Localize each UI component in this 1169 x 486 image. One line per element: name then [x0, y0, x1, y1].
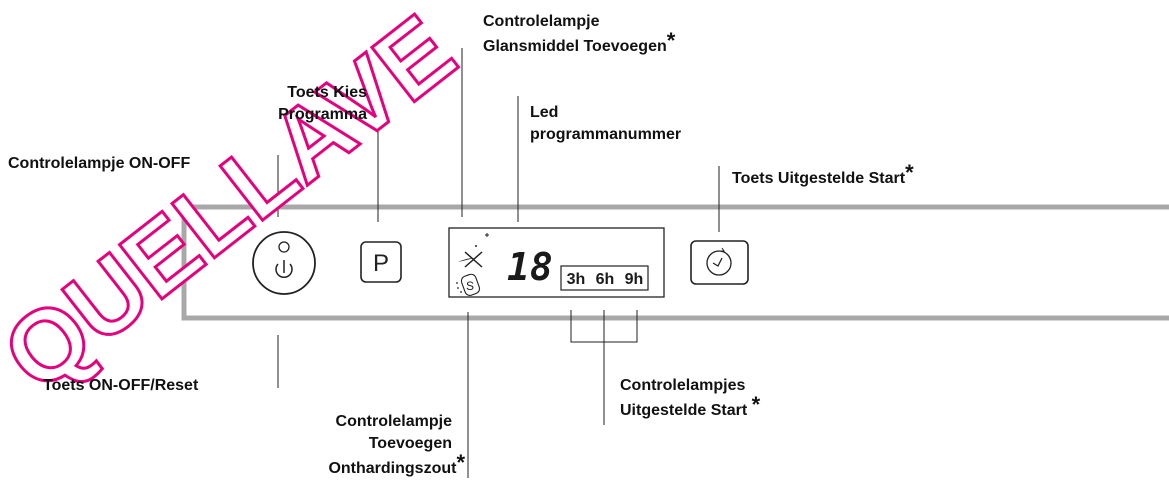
delay-start-button[interactable]: [690, 240, 749, 285]
label-program-led-line1: Led: [530, 104, 559, 121]
label-program-select-line1: Toets Kies: [287, 84, 367, 101]
salt-icon: S: [456, 273, 481, 296]
label-salt-line1: Controlelampje: [335, 413, 452, 430]
label-delay-lamps-line1: Controlelampjes: [620, 377, 746, 394]
program-select-button[interactable]: P: [360, 241, 402, 283]
delay-6h: 6h: [596, 271, 615, 288]
label-on-off-reset: Toets ON-OFF/Reset: [43, 377, 199, 394]
on-off-button[interactable]: [252, 231, 316, 295]
delay-3h: 3h: [567, 271, 586, 288]
salt-icon-letter: S: [466, 279, 474, 293]
label-program-led-line2: programmanummer: [530, 126, 682, 143]
asterisk-mark: *: [751, 392, 761, 417]
delay-9h: 9h: [625, 271, 644, 288]
label-delay-lamps-line2: Uitgestelde Start: [620, 402, 748, 419]
asterisk-mark: *: [666, 28, 676, 53]
label-rinse-aid-line1: Controlelampje: [483, 13, 600, 30]
label-delay-start-text: Toets Uitgestelde Start: [732, 170, 906, 187]
asterisk-mark: *: [905, 160, 914, 185]
label-program-select-line2: Programma: [278, 106, 367, 123]
asterisk-mark: *: [456, 450, 465, 475]
power-icon: [275, 260, 293, 279]
display-panel: S 18 3h 6h 9h: [448, 227, 665, 298]
delay-indicator-box: [560, 265, 649, 291]
rinse-aid-icon: [458, 233, 489, 268]
label-program-select: Toets Kies Programma: [278, 82, 367, 126]
label-salt-line2: Toevoegen: [368, 435, 452, 452]
label-delay-lamps: Controlelampjes Uitgestelde Start *: [620, 375, 760, 422]
label-delay-start-button: Toets Uitgestelde Start*: [732, 162, 914, 190]
label-on-off-lamp: Controlelampje ON-OFF: [8, 155, 191, 172]
leader-lines: [277, 48, 720, 478]
program-number-digits: 18: [507, 245, 553, 289]
program-button-letter: P: [373, 250, 389, 277]
panel-outline: [181, 204, 1169, 321]
label-rinse-aid: Controlelampje Glansmiddel Toevoegen*: [483, 11, 675, 58]
label-salt-line3: Onthardingszout: [328, 460, 457, 477]
clock-icon: [706, 247, 732, 276]
on-off-indicator-lamp: [278, 241, 290, 253]
label-rinse-aid-line2: Glansmiddel Toevoegen: [483, 38, 667, 55]
label-salt: Controlelampje Toevoegen Onthardingszout…: [328, 411, 465, 480]
label-program-led: Led programmanummer: [530, 102, 681, 146]
